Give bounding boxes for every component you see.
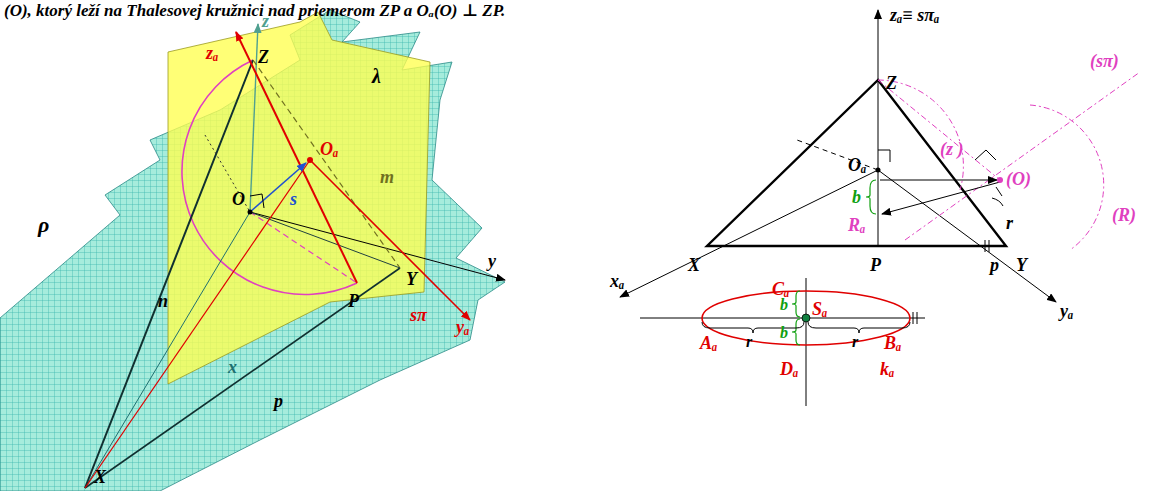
z-axis <box>250 24 258 212</box>
x-axis <box>85 212 250 488</box>
ellipse-ka <box>702 291 910 345</box>
arrow-oa-o <box>880 180 997 181</box>
point <box>248 210 253 215</box>
point-label: n <box>158 292 168 310</box>
point-label: Sₐ <box>812 300 827 318</box>
point-label: r <box>852 334 858 350</box>
point-label: Y <box>406 270 417 288</box>
brace-b <box>792 291 800 317</box>
point-label: Bₐ <box>884 334 901 352</box>
line-x-oa <box>85 160 310 488</box>
ya-axis <box>878 170 1056 302</box>
point-label: sπ <box>410 306 427 324</box>
point-label: kₐ <box>880 360 894 378</box>
edge-xy <box>85 268 400 488</box>
point-label: Z <box>886 74 897 92</box>
vector-s <box>250 163 306 212</box>
point-label: Cₐ <box>772 280 789 298</box>
za-axis <box>236 32 357 283</box>
point-label: y <box>488 252 496 270</box>
point-label: yₐ <box>456 318 469 336</box>
point-label: xₐ <box>610 272 624 290</box>
y-axis <box>250 212 505 280</box>
point-label: p <box>990 256 999 274</box>
tick-marks <box>913 312 917 324</box>
edge-zy <box>253 60 400 268</box>
point-label: yₐ <box>1060 302 1073 320</box>
right-angle <box>975 150 996 160</box>
brace-b <box>866 180 876 214</box>
point-label: Oₐ <box>320 140 338 158</box>
point-label: Y <box>1016 256 1027 274</box>
point-label: z <box>262 12 269 30</box>
brace-r <box>808 322 910 333</box>
point-label: b <box>780 297 788 313</box>
point <box>307 157 313 163</box>
point-label: Aₐ <box>700 334 717 352</box>
point-label: Z <box>258 48 269 66</box>
point-label: ρ <box>38 214 49 236</box>
point-label: b <box>852 188 861 206</box>
brace-b <box>792 319 800 345</box>
point-label: m <box>380 168 394 186</box>
point-label: Rₐ <box>848 216 865 234</box>
point-label: λ <box>372 66 381 86</box>
point-label: s <box>290 190 297 208</box>
point-label: Oₐ <box>848 156 866 174</box>
point-label: (R) <box>1112 206 1136 224</box>
point-label: X <box>688 256 700 274</box>
point-label: r <box>746 334 752 350</box>
caption-text: (O), ktorý leží na Thalesovej kružnici n… <box>4 2 505 19</box>
point <box>997 177 1003 183</box>
point-label: (sπ) <box>1090 52 1119 70</box>
point-label: (z ) <box>940 140 964 158</box>
point-sa <box>802 314 810 322</box>
edge-zx <box>85 60 253 488</box>
trace-triangle <box>707 80 1006 246</box>
ellipse-axis <box>806 278 807 406</box>
za-axis <box>878 10 879 246</box>
thales-circle <box>182 60 357 295</box>
point <box>876 168 881 173</box>
point-label: zₐ <box>206 44 218 62</box>
point-label: P <box>870 256 881 274</box>
plane-rho <box>0 10 505 491</box>
line-s-pi <box>905 72 1140 240</box>
arrow-o-ra <box>882 182 1000 214</box>
line-z-o <box>878 80 1000 180</box>
point-label: P <box>348 292 359 310</box>
point-label: (O) <box>1006 170 1031 188</box>
point-label: r <box>1006 214 1013 232</box>
brace-r <box>702 322 804 333</box>
circle-r <box>1030 105 1104 250</box>
ya-axis <box>310 160 470 320</box>
right-angle <box>250 194 264 208</box>
right-angle <box>878 150 890 162</box>
xa-axis <box>620 170 878 297</box>
point-label: zₐ≡ sπₐ <box>890 6 939 24</box>
point-label: O <box>232 190 245 208</box>
thales-circle-z <box>878 80 963 190</box>
point-label: b <box>780 325 788 341</box>
tick-marks <box>985 240 989 252</box>
dotted-help <box>205 135 250 212</box>
ellipse-axis <box>640 318 925 319</box>
point-label: p <box>274 392 283 410</box>
plane-lambda <box>168 12 430 384</box>
point-label: x <box>228 358 237 376</box>
point-label: Dₐ <box>780 360 798 378</box>
brace-r <box>992 187 1003 206</box>
line-oy <box>250 212 400 268</box>
point-label: X <box>94 468 106 486</box>
